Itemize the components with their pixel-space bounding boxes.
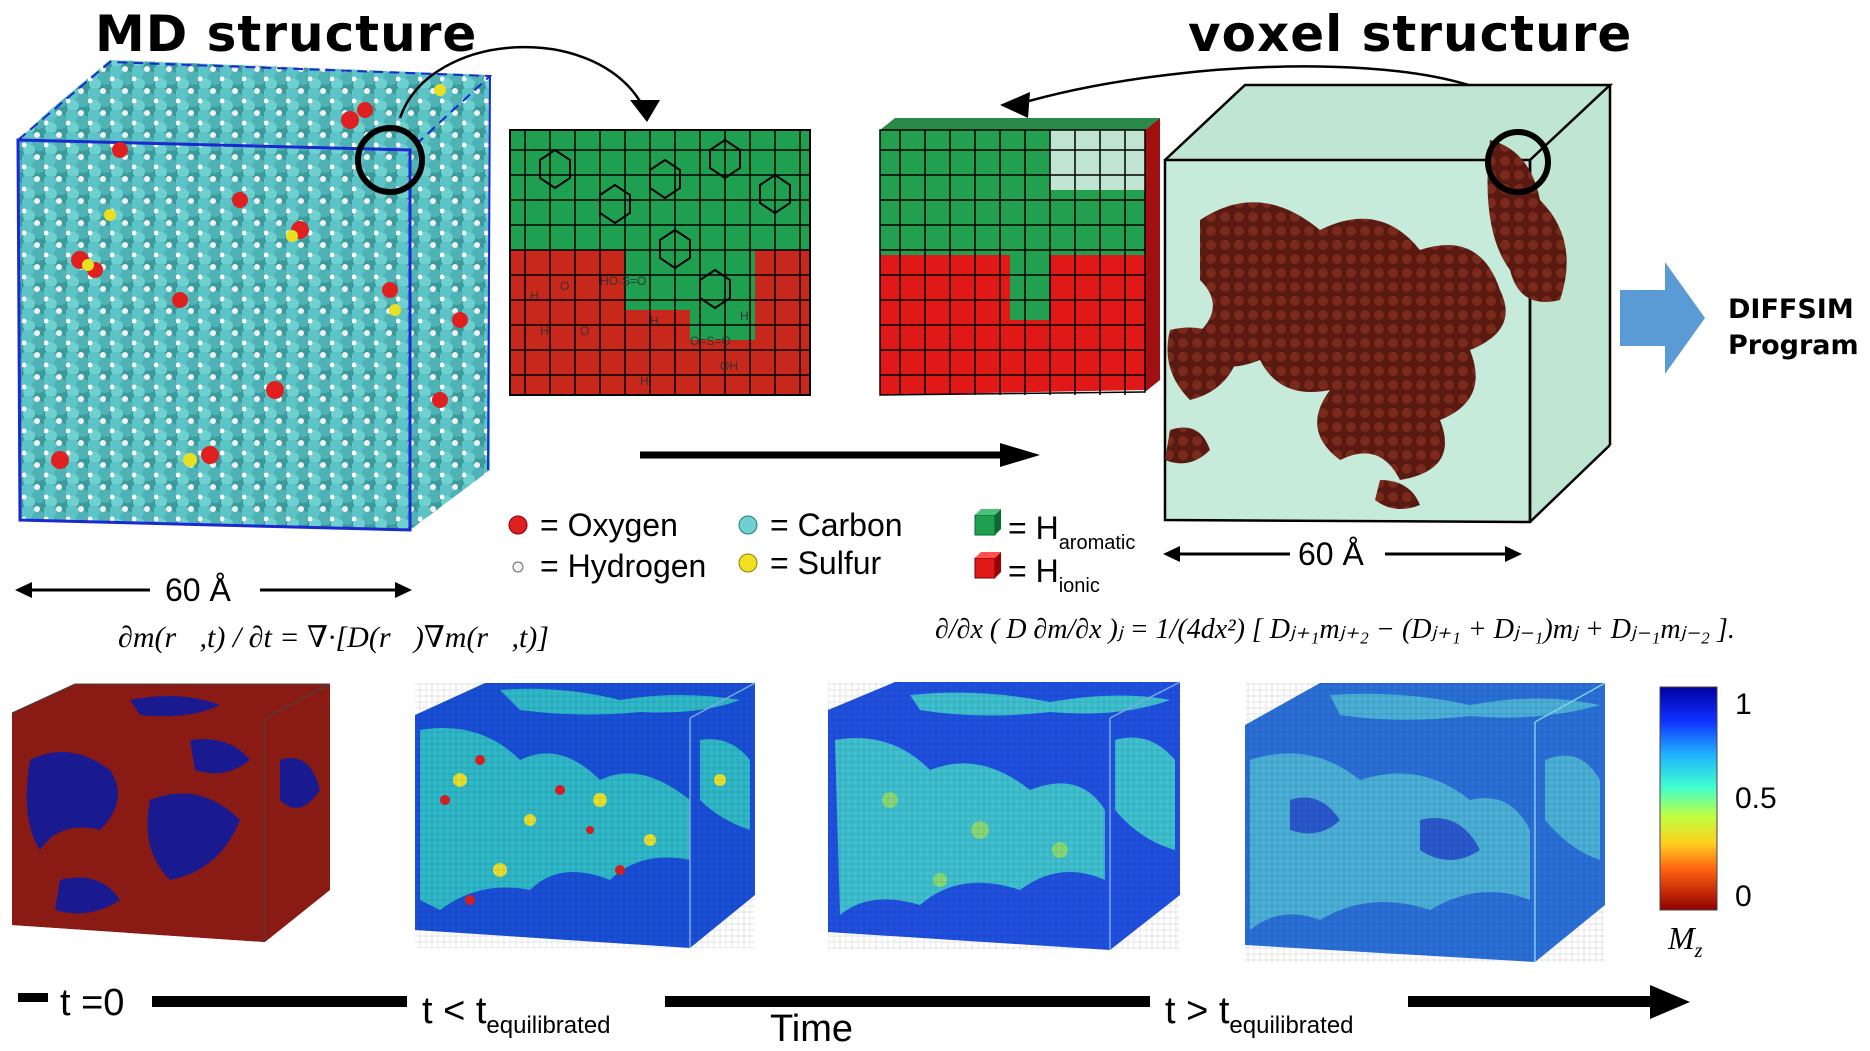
time-t-less-sub: equilibrated — [486, 1012, 611, 1039]
cube-t-mid — [828, 681, 1181, 950]
legend-carbon: = Carbon — [770, 507, 903, 543]
legend-h-aromatic: = Haromatic — [1008, 510, 1135, 555]
svg-text:H: H — [640, 374, 649, 388]
voxel-dimension-label: 60 Å — [1298, 536, 1364, 572]
time-t0-label: t =0 — [60, 982, 125, 1024]
md-structure-title: MD structure — [95, 5, 478, 63]
colorbar-label: Mz — [1668, 920, 1702, 963]
colorbar-tick-0-5: 0.5 — [1735, 782, 1777, 815]
voxel-structure-title: voxel structure — [1188, 5, 1633, 63]
oxygen-marker — [508, 515, 528, 535]
voxel-block-panel — [879, 118, 1160, 396]
aromatic-marker — [974, 509, 1001, 536]
svg-text:O=S=O: O=S=O — [690, 334, 731, 348]
cube-t0 — [11, 683, 331, 942]
program-line1: DIFFSIM — [1728, 294, 1854, 325]
diffusion-equation: ∂m(r⃗,t) / ∂t = ∇·[D(r⃗)∇m(r⃗,t)] — [118, 621, 549, 654]
md-dimension-arrow — [15, 582, 412, 598]
legend-h-aromatic-prefix: = H — [1008, 510, 1059, 546]
svg-text:H: H — [530, 289, 539, 303]
legend-h-aromatic-sub: aromatic — [1058, 532, 1136, 554]
svg-text:HO-S=O: HO-S=O — [600, 274, 646, 288]
md-dimension-label: 60 Å — [165, 572, 231, 608]
zoom-arrow-left — [398, 45, 647, 119]
legend-h-ionic: = Hionic — [1008, 553, 1100, 598]
atomistic-grid-panel: HO HO-S=OH OH O=S=OH HOH — [509, 129, 811, 396]
svg-text:O: O — [560, 279, 569, 293]
legend-h-ionic-sub: ionic — [1058, 575, 1100, 597]
discrete-equation-rhs: [ Dⱼ₊₁mⱼ₊₂ − (Dⱼ₊₁ + Dⱼ₋₁)mⱼ + Dⱼ₋₁mⱼ₋₂ … — [1251, 614, 1735, 645]
svg-text:H: H — [650, 314, 659, 328]
colorbar-tick-0: 0 — [1735, 880, 1752, 913]
svg-text:H: H — [540, 324, 549, 338]
time-t-less-main: t < t — [422, 990, 487, 1032]
ionic-marker — [974, 552, 1001, 579]
time-t-less-label: t < tequilibrated — [422, 990, 611, 1040]
legend-sulfur: = Sulfur — [770, 545, 882, 581]
time-t-greater-main: t > t — [1165, 990, 1230, 1032]
discrete-equation-lhs: ∂/∂x ( D ∂m/∂x )ⱼ = 1/(4dx²) — [935, 614, 1245, 645]
svg-text:OH: OH — [720, 359, 738, 373]
time-axis-label: Time — [770, 1008, 854, 1050]
discrete-equation: ∂/∂x ( D ∂m/∂x )ⱼ = 1/(4dx²) [ Dⱼ₊₁mⱼ₊₂ … — [935, 612, 1735, 646]
timeline-arrow — [18, 985, 1690, 1019]
time-t-greater-sub: equilibrated — [1229, 1012, 1354, 1039]
legend-hydrogen: = Hydrogen — [540, 548, 707, 584]
cube-t-less — [415, 682, 756, 948]
legend-oxygen: = Oxygen — [540, 507, 678, 543]
carbon-marker — [738, 515, 758, 535]
diffsim-program-label: DIFFSIM Program — [1728, 292, 1859, 364]
colorbar-tick-1: 1 — [1735, 688, 1752, 721]
colorbar — [1659, 686, 1718, 911]
program-line2: Program — [1728, 330, 1859, 361]
blue-arrow — [1620, 262, 1705, 374]
svg-text:H: H — [740, 309, 749, 323]
sulfur-marker — [738, 553, 758, 573]
time-t-greater-label: t > tequilibrated — [1165, 990, 1354, 1040]
cube-t-greater — [1245, 682, 1606, 962]
colorbar-label-sub: z — [1694, 940, 1703, 962]
legend-h-ionic-prefix: = H — [1008, 553, 1059, 589]
voxel-dimension-arrow — [1163, 546, 1522, 562]
voxel-structure-cube — [1163, 83, 1614, 524]
colorbar-label-main: M — [1668, 920, 1695, 956]
svg-text:O: O — [580, 324, 589, 338]
md-structure-box — [16, 60, 493, 532]
hydrogen-marker — [512, 561, 524, 573]
